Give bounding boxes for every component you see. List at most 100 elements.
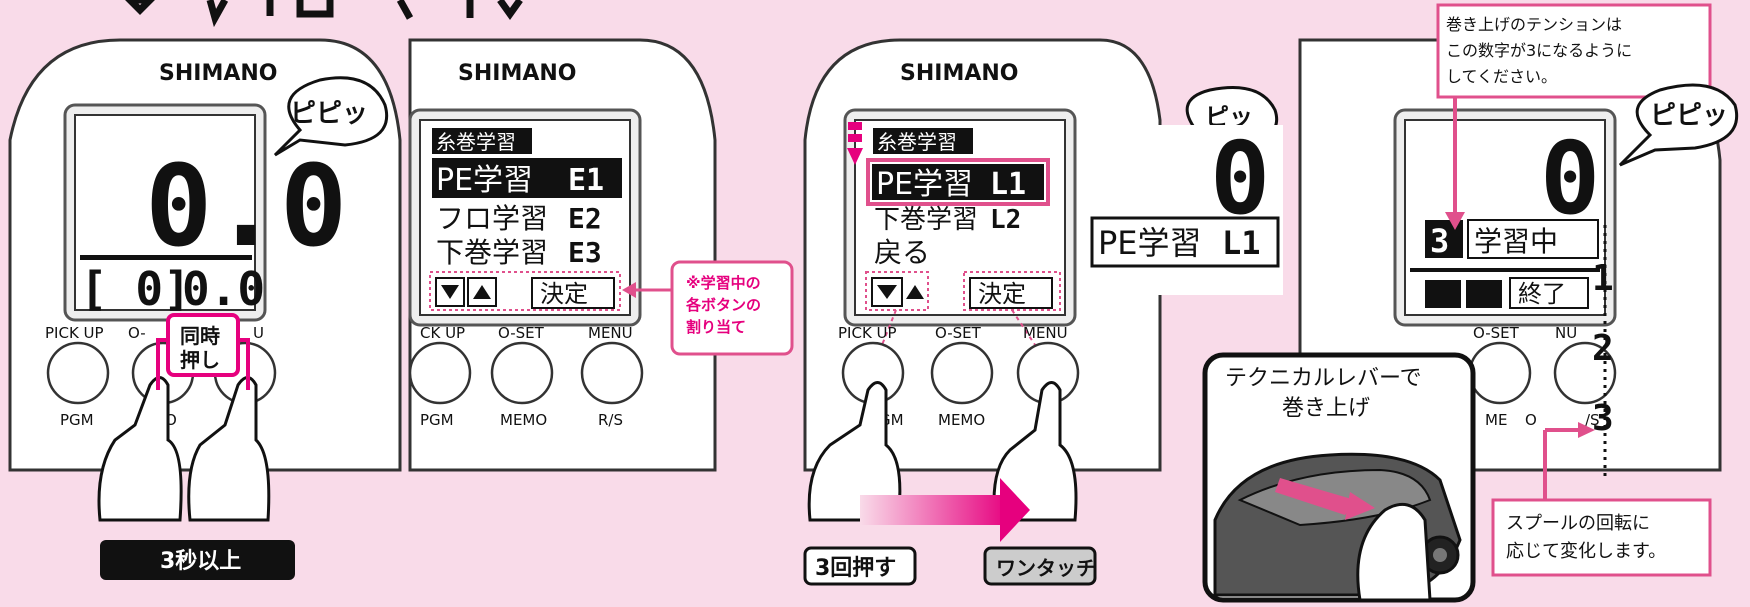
panel-1-device: SHIMANO 0.0 [ 0] 0.0 PICK UP O- U PGM O … <box>8 38 402 580</box>
menu-button[interactable] <box>1553 341 1617 405</box>
panel-2-item-1-code: E1 <box>568 163 604 198</box>
brand-logo: SHIMANO <box>458 61 576 86</box>
panel-1-counter: [ 0] <box>80 262 191 316</box>
reel-lever-illustration <box>1213 452 1462 602</box>
label-rs-partial: /S <box>1585 411 1600 429</box>
panel-2-device: SHIMANO 糸巻学習 PE学習 E1 フロ学習 E2 下巻学習 E3 決定 … <box>408 38 794 472</box>
label-memo: O <box>165 411 177 429</box>
label-pick-up: PICK UP <box>45 324 104 342</box>
simultaneous-press-tag <box>166 313 240 377</box>
svg-text:応じて変化します。: 応じて変化します。 <box>1506 541 1666 562</box>
lever-caption-line2: 巻き上げ <box>1282 396 1370 421</box>
counter-3: 3 <box>1592 398 1614 439</box>
panel-4-speech-bubble: ピピッ <box>1618 83 1738 167</box>
svg-text:巻き上げのテンションは: 巻き上げのテンションは <box>1446 15 1622 34</box>
press-count-badge <box>803 546 917 586</box>
panel-1-speech-bubble: ピピッ <box>273 76 388 157</box>
arrow-right-icon <box>1345 492 1375 520</box>
label-menu-partial: NU <box>1555 324 1577 342</box>
panel-2-menu-header-bg <box>432 128 532 154</box>
panel-2-item-2-code: E2 <box>568 202 602 235</box>
panel-3-decide-label: 決定 <box>978 280 1026 308</box>
brand-logo: SHIMANO <box>159 61 277 86</box>
counter-2: 2 <box>1592 328 1614 369</box>
chevron-up-icon <box>473 285 491 299</box>
label-memo-partial-right: O <box>1525 411 1537 429</box>
panel-4-divider <box>1410 268 1600 272</box>
panel-4-softkey-1 <box>1425 280 1461 308</box>
duration-badge <box>100 540 295 580</box>
panel-3-item-3-label: 戻る <box>874 236 930 269</box>
counter-1: 1 <box>1592 258 1614 299</box>
label-menu: MENU <box>1023 324 1068 342</box>
panel-4-device: 0 3 学習中 終了 O-SET NU ME O /S 1 2 3 巻き上げのテ… <box>1202 3 1738 603</box>
progress-arrow <box>860 495 1010 525</box>
panel-4-learning-label: 学習中 <box>1474 225 1558 258</box>
panel-4-end-key <box>1509 277 1589 309</box>
panel-4-learning-frame <box>1467 219 1599 259</box>
svg-text:スプールの回転に: スプールの回転に <box>1506 513 1650 534</box>
label-pgm: PGM <box>60 411 94 429</box>
chevron-down-icon <box>441 285 459 299</box>
press-count-label: 3回押す <box>815 555 896 581</box>
o-set-button[interactable] <box>1468 341 1532 405</box>
panel-2-menu-header: 糸巻学習 <box>436 130 516 154</box>
pick-up-button[interactable] <box>46 341 110 405</box>
label-pick-up: PICK UP <box>838 324 897 342</box>
label-menu: MENU <box>588 324 633 342</box>
hand-icon <box>807 381 1078 522</box>
panel-2-item-3-label: 下巻学習 <box>436 236 548 269</box>
scroll-indicator <box>848 122 862 130</box>
svg-text:この数字が3になるように: この数字が3になるように <box>1446 41 1632 60</box>
panel-2-item-1-label: PE学習 <box>436 163 533 198</box>
button-assignment-note <box>670 260 794 356</box>
svg-text:してください。: してください。 <box>1446 67 1557 86</box>
title-fragment <box>125 0 523 28</box>
panel-1-big-value: 0.0 <box>145 142 347 272</box>
panel-2-item-selected-bg <box>432 158 622 198</box>
panel-4-level-digit: 3 <box>1430 222 1449 260</box>
one-touch-badge <box>983 546 1097 586</box>
arrow-right-icon <box>1578 422 1595 438</box>
label-pick-up-partial: CK UP <box>420 324 465 342</box>
svg-text:※学習中の: ※学習中の <box>686 274 761 292</box>
lever-caption-line1: テクニカルレバーで <box>1225 366 1422 391</box>
o-set-button[interactable] <box>930 341 994 405</box>
panel-3-zoom-frame <box>1090 216 1280 268</box>
svg-text:ピピッ: ピピッ <box>290 99 368 129</box>
panel-3-item-1-code: L1 <box>990 167 1026 202</box>
o-set-button[interactable] <box>490 341 554 405</box>
panel-1-bottom-value: 0.0 <box>182 262 265 316</box>
label-menu: U <box>253 324 264 342</box>
panel-3-menu-header-bg <box>873 128 973 154</box>
menu-button[interactable] <box>580 341 644 405</box>
panel-3-zoom-label: PE学習 <box>1098 224 1202 262</box>
label-o-set: O-SET <box>935 324 982 342</box>
label-rs: R/S <box>598 411 623 429</box>
panel-4-end-label: 終了 <box>1518 280 1566 308</box>
panel-3-device: SHIMANO 糸巻学習 PE学習 L1 下巻学習 L2 戻る 決定 PICK … <box>803 38 1283 586</box>
chevron-down-icon <box>877 285 897 299</box>
label-memo-partial-left: ME <box>1485 411 1507 429</box>
svg-text:割り当て: 割り当て <box>686 318 746 336</box>
press-guide-left <box>875 309 897 361</box>
arrow-down-icon <box>847 148 863 165</box>
panel-3-menu-header: 糸巻学習 <box>877 130 957 154</box>
svg-text:各ボタンの: 各ボタンの <box>685 296 761 314</box>
hand-icon <box>97 376 271 522</box>
brand-logo: SHIMANO <box>900 61 1018 86</box>
panel-3-item-2-code: L2 <box>990 205 1021 235</box>
label-memo: MEMO <box>500 411 547 429</box>
panel-2-decide-key <box>531 277 615 309</box>
panel-3-item-1-label: PE学習 <box>876 167 973 202</box>
spool-note <box>1491 498 1712 577</box>
duration-label: 3秒以上 <box>160 549 241 574</box>
pick-up-button[interactable] <box>408 341 472 405</box>
arrow-down-icon <box>1445 212 1465 230</box>
panel-2-decide-label: 決定 <box>540 280 588 308</box>
panel-3-zoom-code: L1 <box>1222 224 1261 262</box>
arrow-right-icon <box>1000 478 1030 542</box>
simultaneous-press-line1: 同時 <box>180 324 220 348</box>
panel-4-softkey-2 <box>1466 280 1502 308</box>
chevron-up-icon <box>906 285 924 299</box>
